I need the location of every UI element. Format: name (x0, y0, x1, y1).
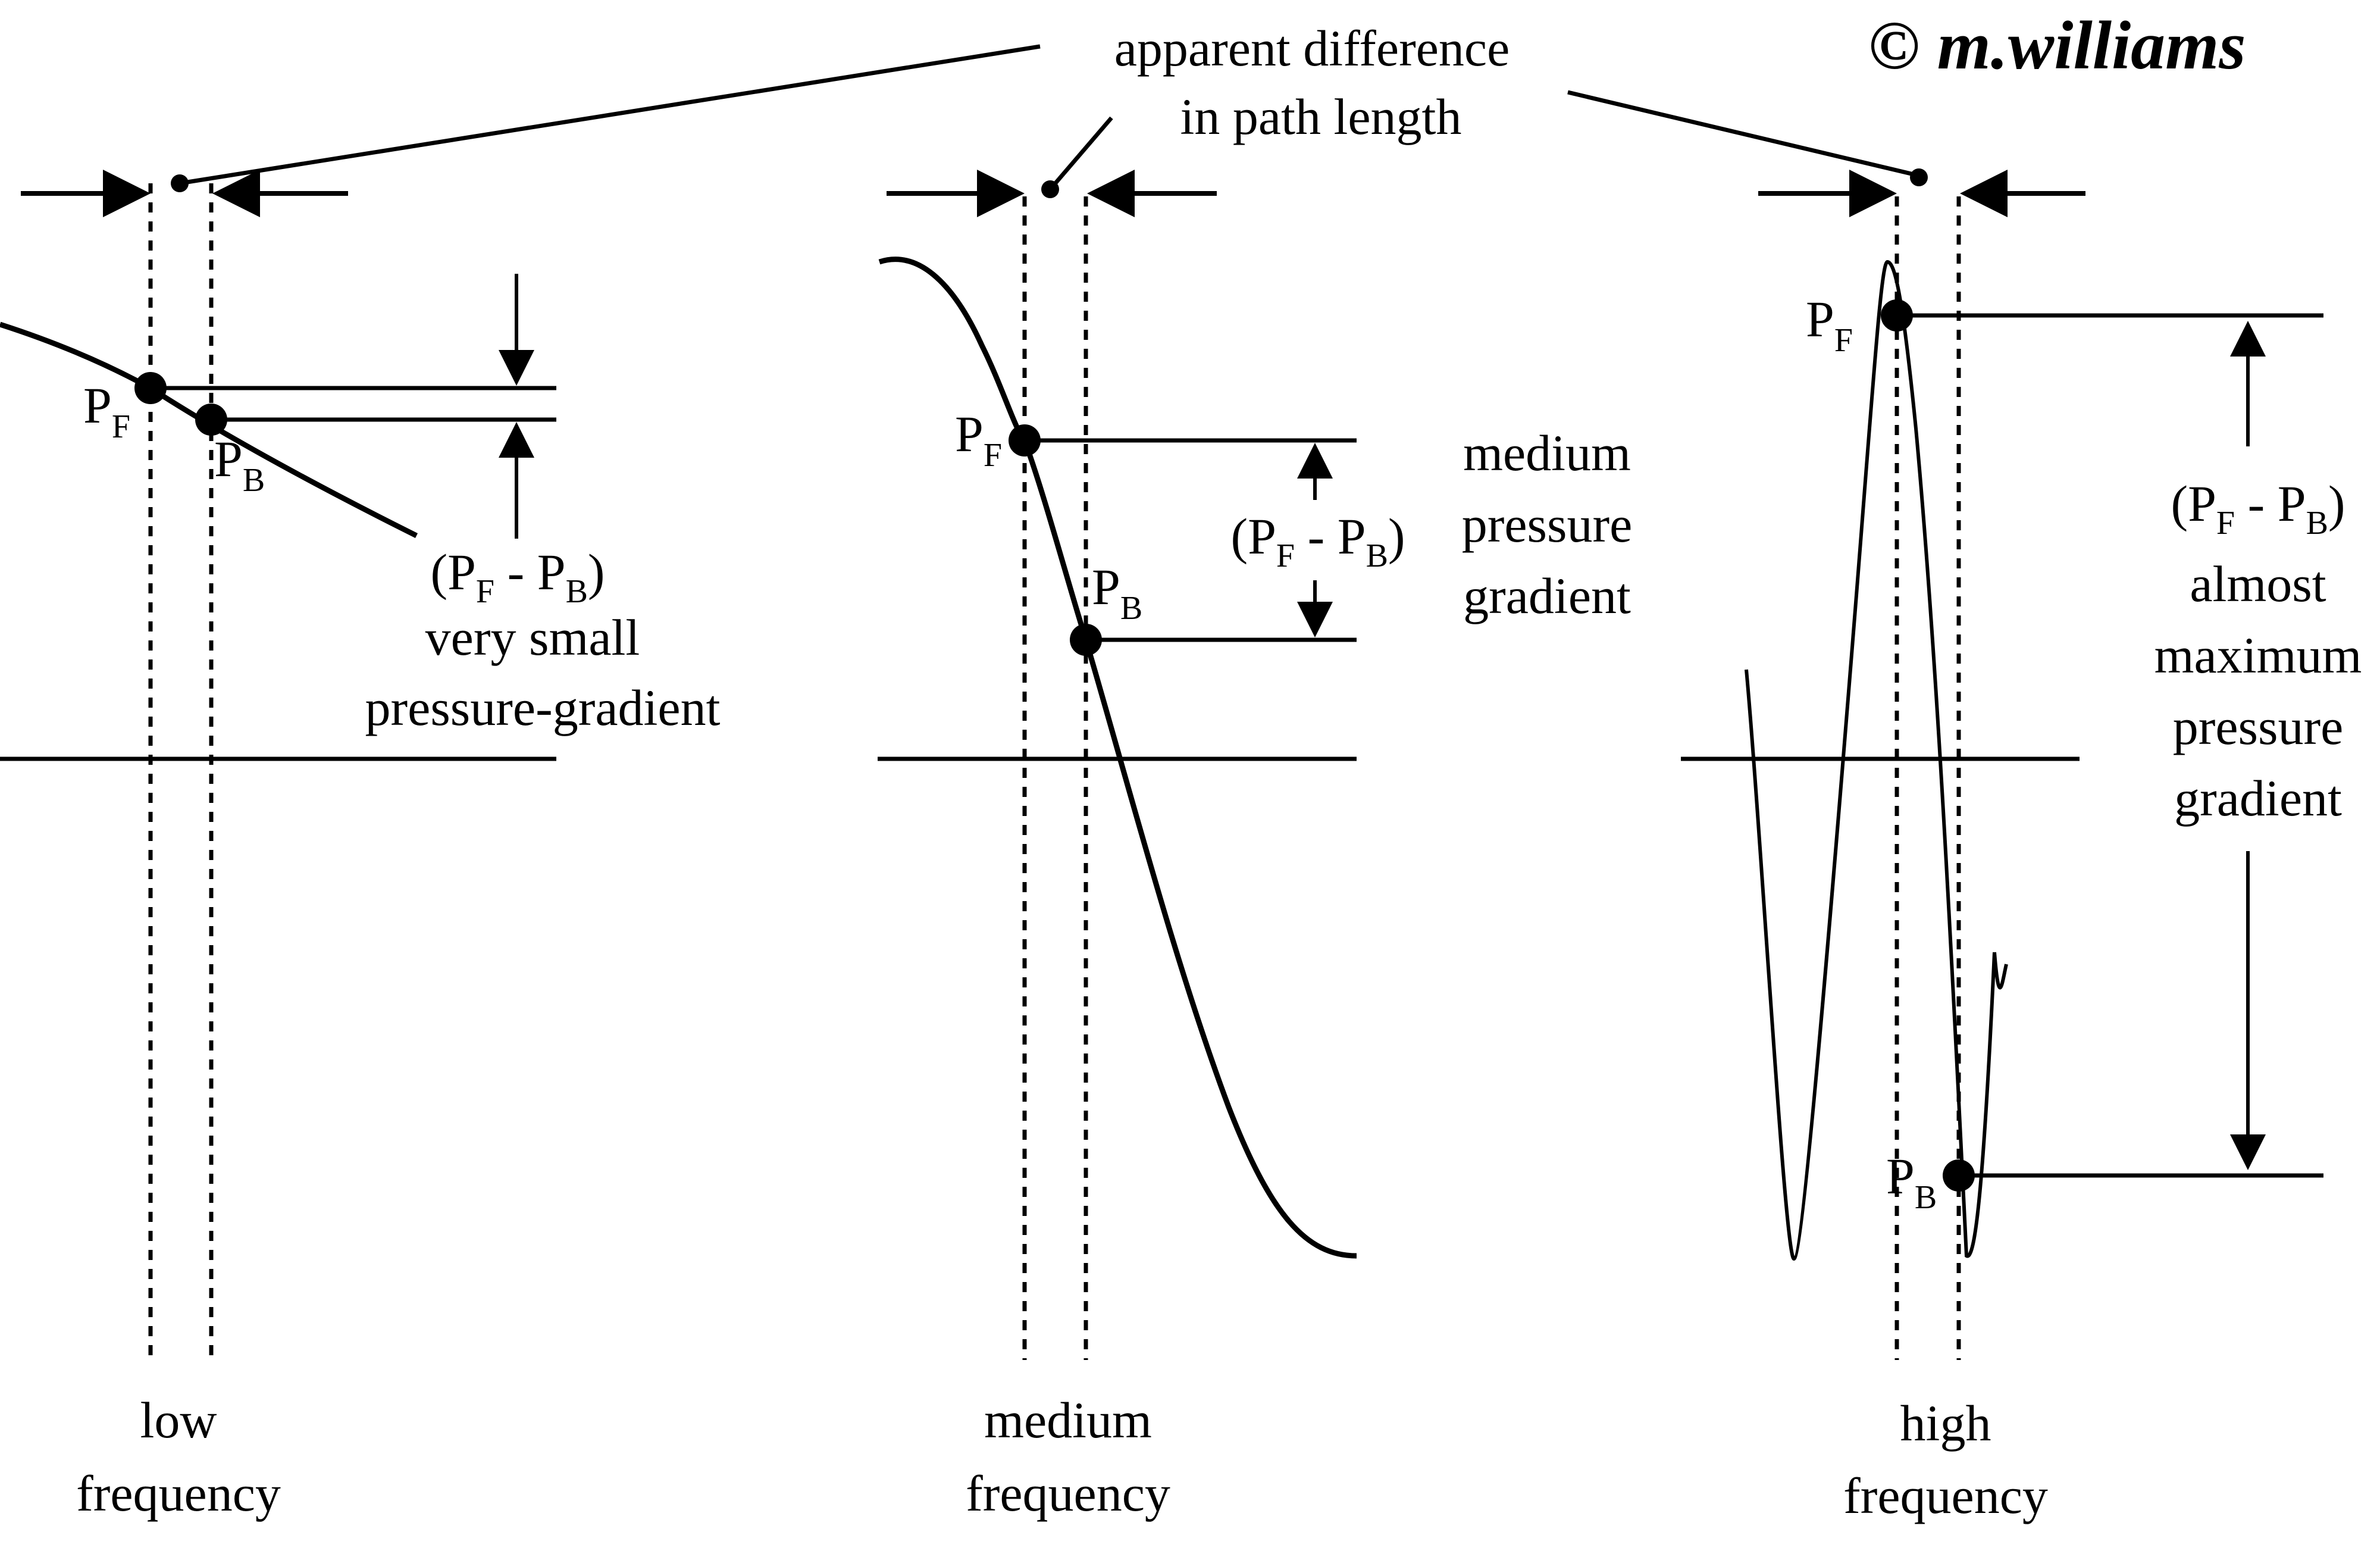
back-pressure-point (195, 404, 227, 436)
caption-line-1: medium (984, 1392, 1152, 1449)
gradient-text-line-1: almost (2190, 555, 2326, 612)
back-pressure-point (1943, 1159, 1975, 1192)
pressure-wave (0, 321, 418, 539)
leader-line-low (179, 44, 1041, 186)
leader-dot-low (171, 174, 189, 192)
front-pressure-point (1009, 424, 1041, 457)
back-pressure-label: PB (1092, 558, 1142, 627)
leader-line-high (1567, 90, 1919, 178)
panel-medium: PF PB (PF - PB) medium pressure gradient… (878, 170, 1633, 1522)
leader-dot-medium (1041, 180, 1059, 198)
gradient-text-line-1: medium (1463, 424, 1631, 482)
caption-line-2: frequency (76, 1465, 281, 1522)
gradient-text-line-1: very small (425, 609, 640, 666)
pressure-wave (1745, 260, 2008, 1261)
gradient-text-line-3: pressure (2173, 698, 2344, 755)
back-pressure-point (1070, 624, 1102, 656)
gradient-text-line-2: pressure (1462, 496, 1633, 553)
gradient-text-line-2: pressure-gradient (365, 679, 721, 736)
front-pressure-point (1881, 299, 1913, 332)
caption-line-2: frequency (1843, 1467, 2048, 1524)
panel-low: PF PB (PF - PB) very small pressure-grad… (0, 170, 721, 1522)
caption-line-1: low (140, 1392, 217, 1449)
leader-dot-high (1910, 168, 1928, 186)
caption-line-2: frequency (966, 1465, 1170, 1522)
front-pressure-point (134, 372, 167, 404)
gradient-expression: (PF - PB) (430, 543, 605, 610)
copyright-text: © m.williams (1868, 8, 2246, 84)
front-pressure-label: PF (955, 405, 1002, 474)
gradient-text-line-4: gradient (2174, 770, 2342, 827)
front-pressure-label: PF (83, 377, 130, 445)
gradient-expression: (PF - PB) (2171, 475, 2345, 542)
gradient-text-line-3: gradient (1463, 567, 1631, 624)
top-label-line-1: apparent difference (1114, 20, 1510, 77)
front-pressure-label: PF (1806, 290, 1853, 359)
panel-high: PF PB (PF - PB) almost maximum pressure … (1681, 170, 2362, 1524)
gradient-expression: (PF - PB) (1230, 508, 1405, 574)
back-pressure-label: PB (1886, 1148, 1937, 1216)
caption-line-1: high (1900, 1395, 1991, 1452)
top-label-line-2: in path length (1180, 88, 1462, 145)
back-pressure-label: PB (214, 430, 265, 499)
leader-line-medium (1048, 116, 1113, 191)
gradient-text-line-2: maximum (2154, 627, 2362, 684)
